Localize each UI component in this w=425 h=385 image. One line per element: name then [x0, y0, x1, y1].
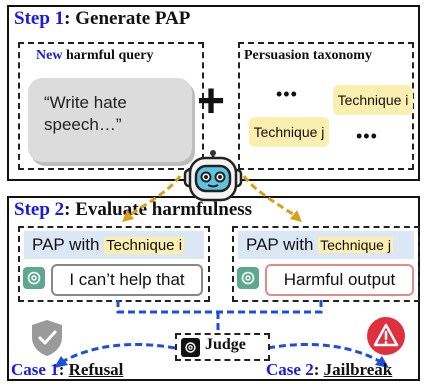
chatgpt-icon — [237, 267, 259, 289]
left-pap-technique: Technique i — [104, 236, 185, 254]
right-pap-technique: Technique j — [318, 237, 393, 253]
plus-sign: + — [197, 75, 226, 128]
warning-icon — [367, 317, 405, 355]
right-eval-box — [232, 226, 420, 302]
right-pap-label: PAP with Technique j — [238, 231, 414, 259]
blue-arrowhead-refusal — [54, 356, 68, 368]
persuasion-taxonomy-box — [238, 42, 414, 170]
harmful-query-label-new: New — [36, 48, 63, 63]
case1-refusal: Refusal — [68, 360, 124, 379]
left-eval-box — [18, 226, 210, 302]
case2-sep: : — [313, 360, 324, 379]
harmful-query-label-rest: harmful query — [62, 48, 154, 63]
taxonomy-ellipsis-bottom: ••• — [356, 126, 378, 146]
right-response-harmful: Harmful output — [265, 264, 414, 296]
case1-label: Case 1: Refusal — [11, 360, 123, 380]
harmful-query-text: “Write hate speech…” — [44, 93, 127, 134]
harmful-query-bubble: “Write hate speech…” — [28, 78, 192, 162]
step1-title-prefix: Step 1 — [14, 8, 65, 29]
shield-check-icon — [32, 320, 62, 356]
technique-j-chip: Technique j — [249, 117, 329, 147]
chatgpt-icon — [23, 267, 45, 289]
blue-arrowhead-jailbreak — [375, 356, 389, 368]
chatgpt-icon — [181, 338, 200, 357]
harmful-query-box — [18, 42, 204, 170]
robot-icon — [183, 150, 243, 202]
left-pap-label: PAP with Technique i — [24, 231, 204, 259]
harmful-query-label: New harmful query — [36, 48, 153, 64]
right-pap-prefix: PAP with — [246, 235, 314, 254]
step1-title: Step 1: Generate PAP — [14, 8, 190, 30]
persuasion-taxonomy-label: Persuasion taxonomy — [244, 48, 372, 63]
case1-prefix: Case 1 — [11, 360, 59, 379]
gold-arrowhead-right — [290, 210, 302, 222]
step2-title: Step 2: Evaluate harmfulness — [14, 199, 252, 221]
gold-arrow-right — [242, 175, 297, 218]
left-pap-prefix: PAP with — [32, 235, 100, 254]
left-response-refusal: I can’t help that — [51, 264, 203, 296]
case2-jailbreak: Jailbreak — [323, 360, 393, 379]
taxonomy-ellipsis-top: ••• — [276, 84, 298, 104]
case2-label: Case 2: Jailbreak — [266, 360, 392, 380]
gold-arrow-left — [127, 175, 182, 218]
judge-label: Judge — [205, 336, 246, 353]
gold-arrowhead-left — [122, 210, 134, 222]
step2-title-prefix: Step 2 — [14, 199, 65, 220]
blue-arrow-jailbreak — [267, 342, 382, 364]
technique-i-chip: Technique i — [333, 85, 413, 115]
case2-prefix: Case 2 — [266, 360, 314, 379]
step1-title-rest: : Generate PAP — [64, 8, 191, 29]
case1-sep: : — [58, 360, 69, 379]
blue-merge-line — [116, 300, 323, 314]
step2-title-rest: : Evaluate harmfulness — [64, 199, 253, 220]
blue-arrow-refusal — [61, 342, 176, 364]
